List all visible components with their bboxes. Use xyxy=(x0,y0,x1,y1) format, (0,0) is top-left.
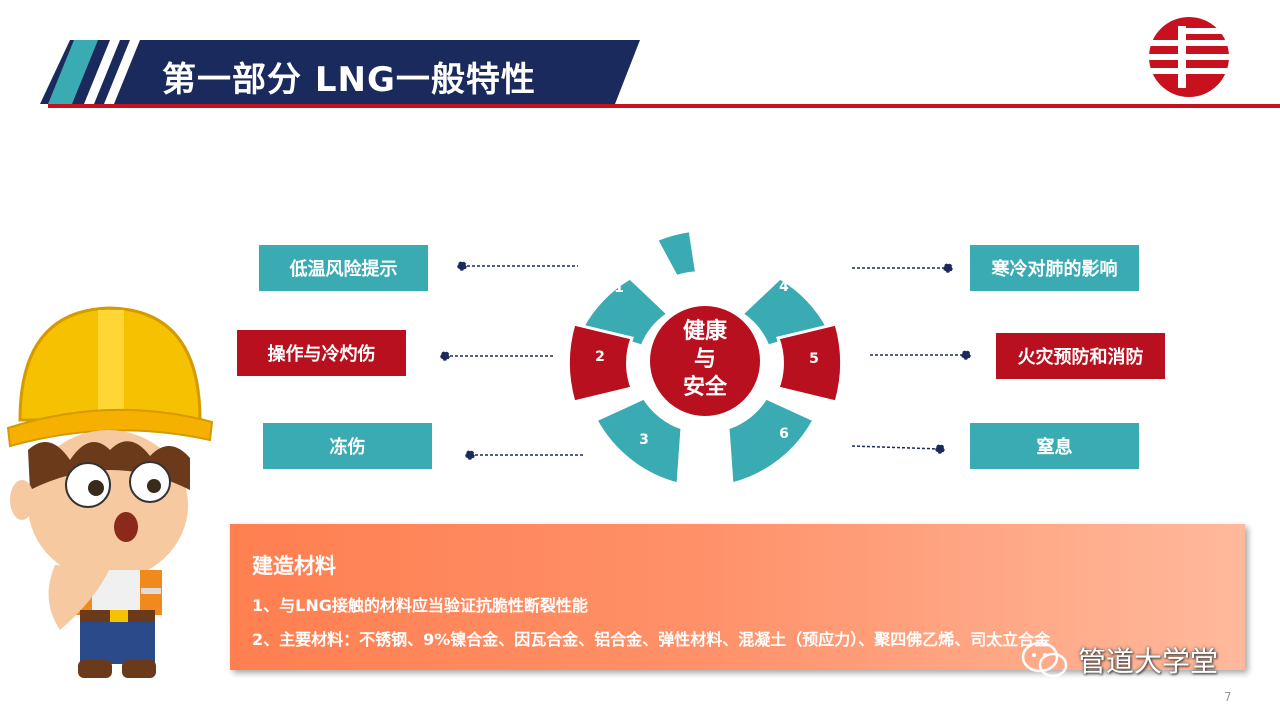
wheel-segment-label: 1 xyxy=(614,280,624,296)
title-banner xyxy=(40,40,640,104)
topic-label: 冻伤 xyxy=(329,437,366,458)
wheel-segment-label: 4 xyxy=(779,279,789,295)
topic-label: 寒冷对肺的影响 xyxy=(991,259,1118,280)
health-safety-wheel: 健康 与 安全 1 2 3 4 5 6 xyxy=(567,228,843,486)
wheel-segment-6-icon xyxy=(726,396,817,486)
topic-low-temperature-risk: 低温风险提示 xyxy=(259,245,428,291)
panel-line: 1、与LNG接触的材料应当验证抗脆性断裂性能 xyxy=(252,596,588,615)
connector-dot xyxy=(943,263,953,273)
topic-operation-cold-burn: 操作与冷灼伤 xyxy=(237,330,406,376)
topic-asphyxiation: 窒息 xyxy=(970,423,1139,469)
connector-dot xyxy=(457,261,467,271)
wheel-segment-1-icon xyxy=(579,276,671,348)
topic-label: 低温风险提示 xyxy=(289,259,398,280)
connector-line xyxy=(851,445,941,450)
topic-label: 操作与冷灼伤 xyxy=(267,344,376,365)
wheel-center-line: 与 xyxy=(694,347,716,372)
connector-dot xyxy=(935,444,945,454)
wheel-center-line: 安全 xyxy=(683,374,728,400)
connector-dot xyxy=(440,351,450,361)
page-number: 7 xyxy=(1224,690,1232,704)
worker-character-icon xyxy=(6,306,214,678)
wheel-segment-label: 5 xyxy=(809,351,819,367)
panel-line: 2、主要材料：不锈钢、9%镍合金、因瓦合金、铝合金、弹性材料、混凝土（预应力）、… xyxy=(252,630,1051,649)
wheel-segment-label: 2 xyxy=(595,349,605,365)
wheel-segment-3-icon xyxy=(593,396,684,486)
connector-dot xyxy=(961,350,971,360)
watermark: 管道大学堂 xyxy=(1020,640,1218,680)
watermark-text: 管道大学堂 xyxy=(1078,645,1219,678)
page-title: 第一部分 LNG一般特性 xyxy=(162,60,536,100)
wheel-segment-label: 3 xyxy=(639,432,649,448)
header-divider xyxy=(48,104,1280,108)
wheel-segment-label: 6 xyxy=(779,426,789,442)
connector-dot xyxy=(465,450,475,460)
wheel-center-icon xyxy=(644,300,766,422)
wheel-segment-1-icon xyxy=(654,228,699,279)
wheel-segment-4-icon xyxy=(739,276,831,348)
topic-label: 窒息 xyxy=(1036,437,1073,458)
wheel-segment-2-icon xyxy=(567,322,634,404)
topic-fire-prevention: 火灾预防和消防 xyxy=(996,333,1165,379)
wheel-center-line: 健康 xyxy=(683,318,728,344)
wheel-segment-5-icon xyxy=(776,322,843,404)
wechat-icon xyxy=(1021,641,1068,678)
topic-cold-lung-effect: 寒冷对肺的影响 xyxy=(970,245,1139,291)
construction-materials-panel: 建造材料 1、与LNG接触的材料应当验证抗脆性断裂性能 2、主要材料：不锈钢、9… xyxy=(230,524,1245,670)
company-logo-icon xyxy=(1148,17,1230,97)
panel-title: 建造材料 xyxy=(252,554,336,578)
topic-label: 火灾预防和消防 xyxy=(1017,347,1144,368)
topic-frostbite: 冻伤 xyxy=(263,423,432,469)
